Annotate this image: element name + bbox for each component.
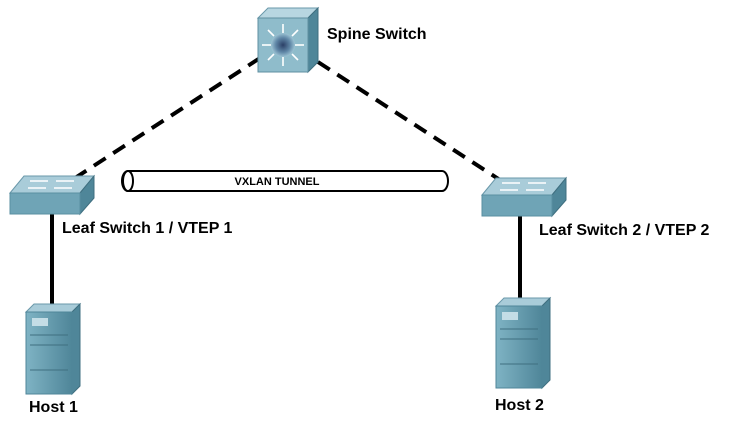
leaf-switch-2-label: Leaf Switch 2 / VTEP 2 bbox=[539, 222, 710, 239]
server-icon bbox=[494, 296, 552, 390]
host-1-label: Host 1 bbox=[29, 399, 78, 416]
host-2-label: Host 2 bbox=[495, 397, 544, 414]
link-spine-leaf1 bbox=[73, 56, 262, 180]
tunnel-label: VXLAN TUNNEL bbox=[235, 176, 320, 188]
switch-icon bbox=[480, 176, 568, 218]
server-icon bbox=[24, 302, 82, 396]
multilayer-switch-icon bbox=[256, 6, 320, 74]
spine-switch-label: Spine Switch bbox=[327, 26, 427, 43]
vxlan-tunnel: VXLAN TUNNEL bbox=[121, 170, 449, 192]
link-spine-leaf2 bbox=[316, 60, 502, 182]
switch-icon bbox=[8, 174, 96, 216]
leaf-switch-1-label: Leaf Switch 1 / VTEP 1 bbox=[62, 220, 233, 237]
